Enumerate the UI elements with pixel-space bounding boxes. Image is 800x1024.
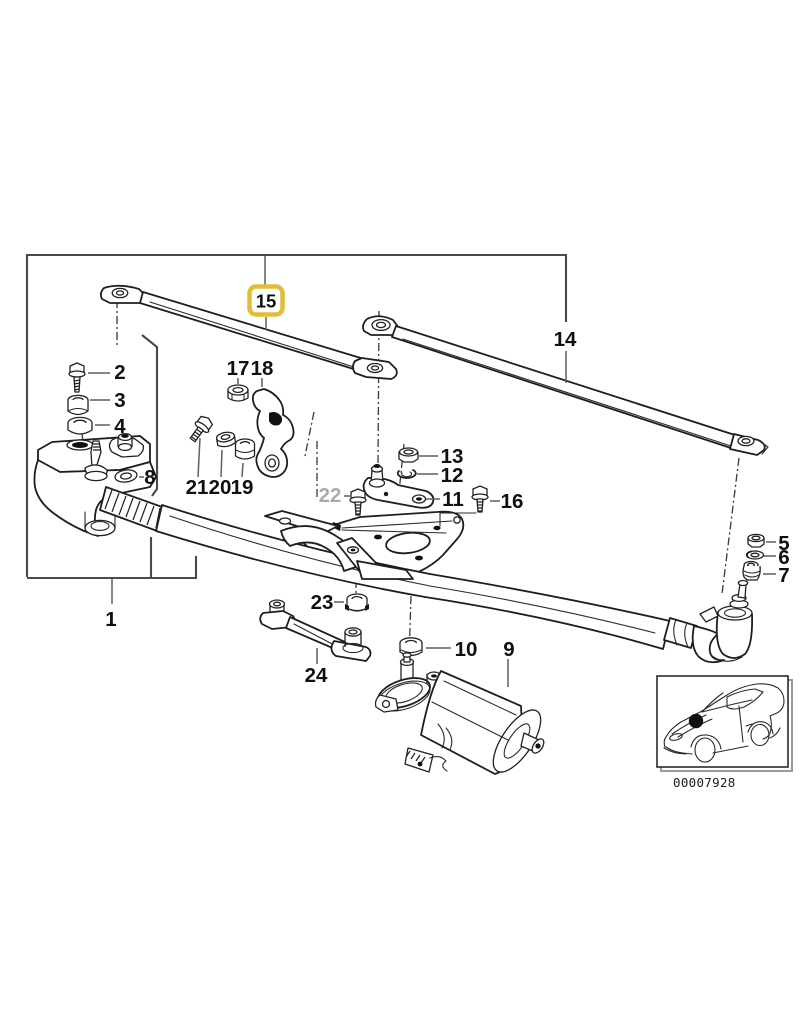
bushing-3 xyxy=(67,394,89,416)
location-dot xyxy=(688,713,704,729)
part-label-18[interactable]: 18 xyxy=(251,357,274,380)
part-label-1[interactable]: 1 xyxy=(105,608,116,631)
part-label-20[interactable]: 20 xyxy=(209,476,232,499)
nut-5 xyxy=(747,533,765,548)
grommet-19 xyxy=(234,438,256,460)
grommet-23 xyxy=(345,593,369,612)
wiper-motor xyxy=(374,652,545,775)
nut-20 xyxy=(215,431,237,448)
nut-17 xyxy=(227,384,249,402)
saddle-bracket xyxy=(264,510,414,580)
bolt-2 xyxy=(68,362,86,393)
leader-lines xyxy=(88,256,776,687)
highlight-badge-15[interactable]: 15 xyxy=(247,284,285,317)
part-label-19[interactable]: 19 xyxy=(231,476,254,499)
part-label-10[interactable]: 10 xyxy=(455,638,478,661)
washer-8 xyxy=(114,469,138,483)
part-label-11[interactable]: 11 xyxy=(442,488,464,511)
part-label-4[interactable]: 4 xyxy=(114,415,126,438)
part-label-8[interactable]: 8 xyxy=(144,466,155,489)
idler-arm-24 xyxy=(259,599,372,662)
grommet-4 xyxy=(67,416,93,435)
bolt-16 xyxy=(471,485,489,513)
part-label-15-highlighted[interactable]: 15 xyxy=(256,291,277,312)
part-label-23[interactable]: 23 xyxy=(311,591,334,614)
part-label-12[interactable]: 12 xyxy=(441,464,464,487)
image-code: 00007928 xyxy=(673,775,736,790)
part-label-22-muted[interactable]: 22 xyxy=(319,484,342,507)
lock-washer-12 xyxy=(396,469,417,479)
part-label-17[interactable]: 17 xyxy=(227,357,250,380)
part-label-7[interactable]: 7 xyxy=(778,564,789,587)
bolt-22 xyxy=(349,488,367,516)
grommet-10 xyxy=(399,637,423,657)
car-thumbnail xyxy=(656,675,793,772)
highlight-badge-border xyxy=(247,284,285,317)
strut-bar-15 xyxy=(99,284,398,380)
bolt-21 xyxy=(189,415,214,443)
part-label-16[interactable]: 16 xyxy=(501,490,524,513)
part-labels: 1 2 3 4 5 6 7 8 9 10 11 12 13 14 16 17 1… xyxy=(105,284,790,687)
part-label-2[interactable]: 2 xyxy=(114,361,125,384)
strut-bar-14 xyxy=(362,315,769,456)
part-label-21[interactable]: 21 xyxy=(186,476,209,499)
lock-washer-6 xyxy=(745,550,765,560)
centerlines xyxy=(81,300,740,661)
callout-frame xyxy=(25,253,568,580)
pivot-bracket-assembly xyxy=(33,362,166,537)
part-label-3[interactable]: 3 xyxy=(114,389,125,412)
part-label-9[interactable]: 9 xyxy=(503,638,514,661)
part-label-6[interactable]: 6 xyxy=(778,546,789,569)
boot-7 xyxy=(742,560,761,581)
nut-13 xyxy=(398,447,419,463)
part-label-5[interactable]: 5 xyxy=(778,532,789,555)
bracket-18 xyxy=(251,388,295,478)
part-label-24[interactable]: 24 xyxy=(305,664,328,687)
part-label-14[interactable]: 14 xyxy=(554,328,577,351)
part-label-13[interactable]: 13 xyxy=(441,445,464,468)
